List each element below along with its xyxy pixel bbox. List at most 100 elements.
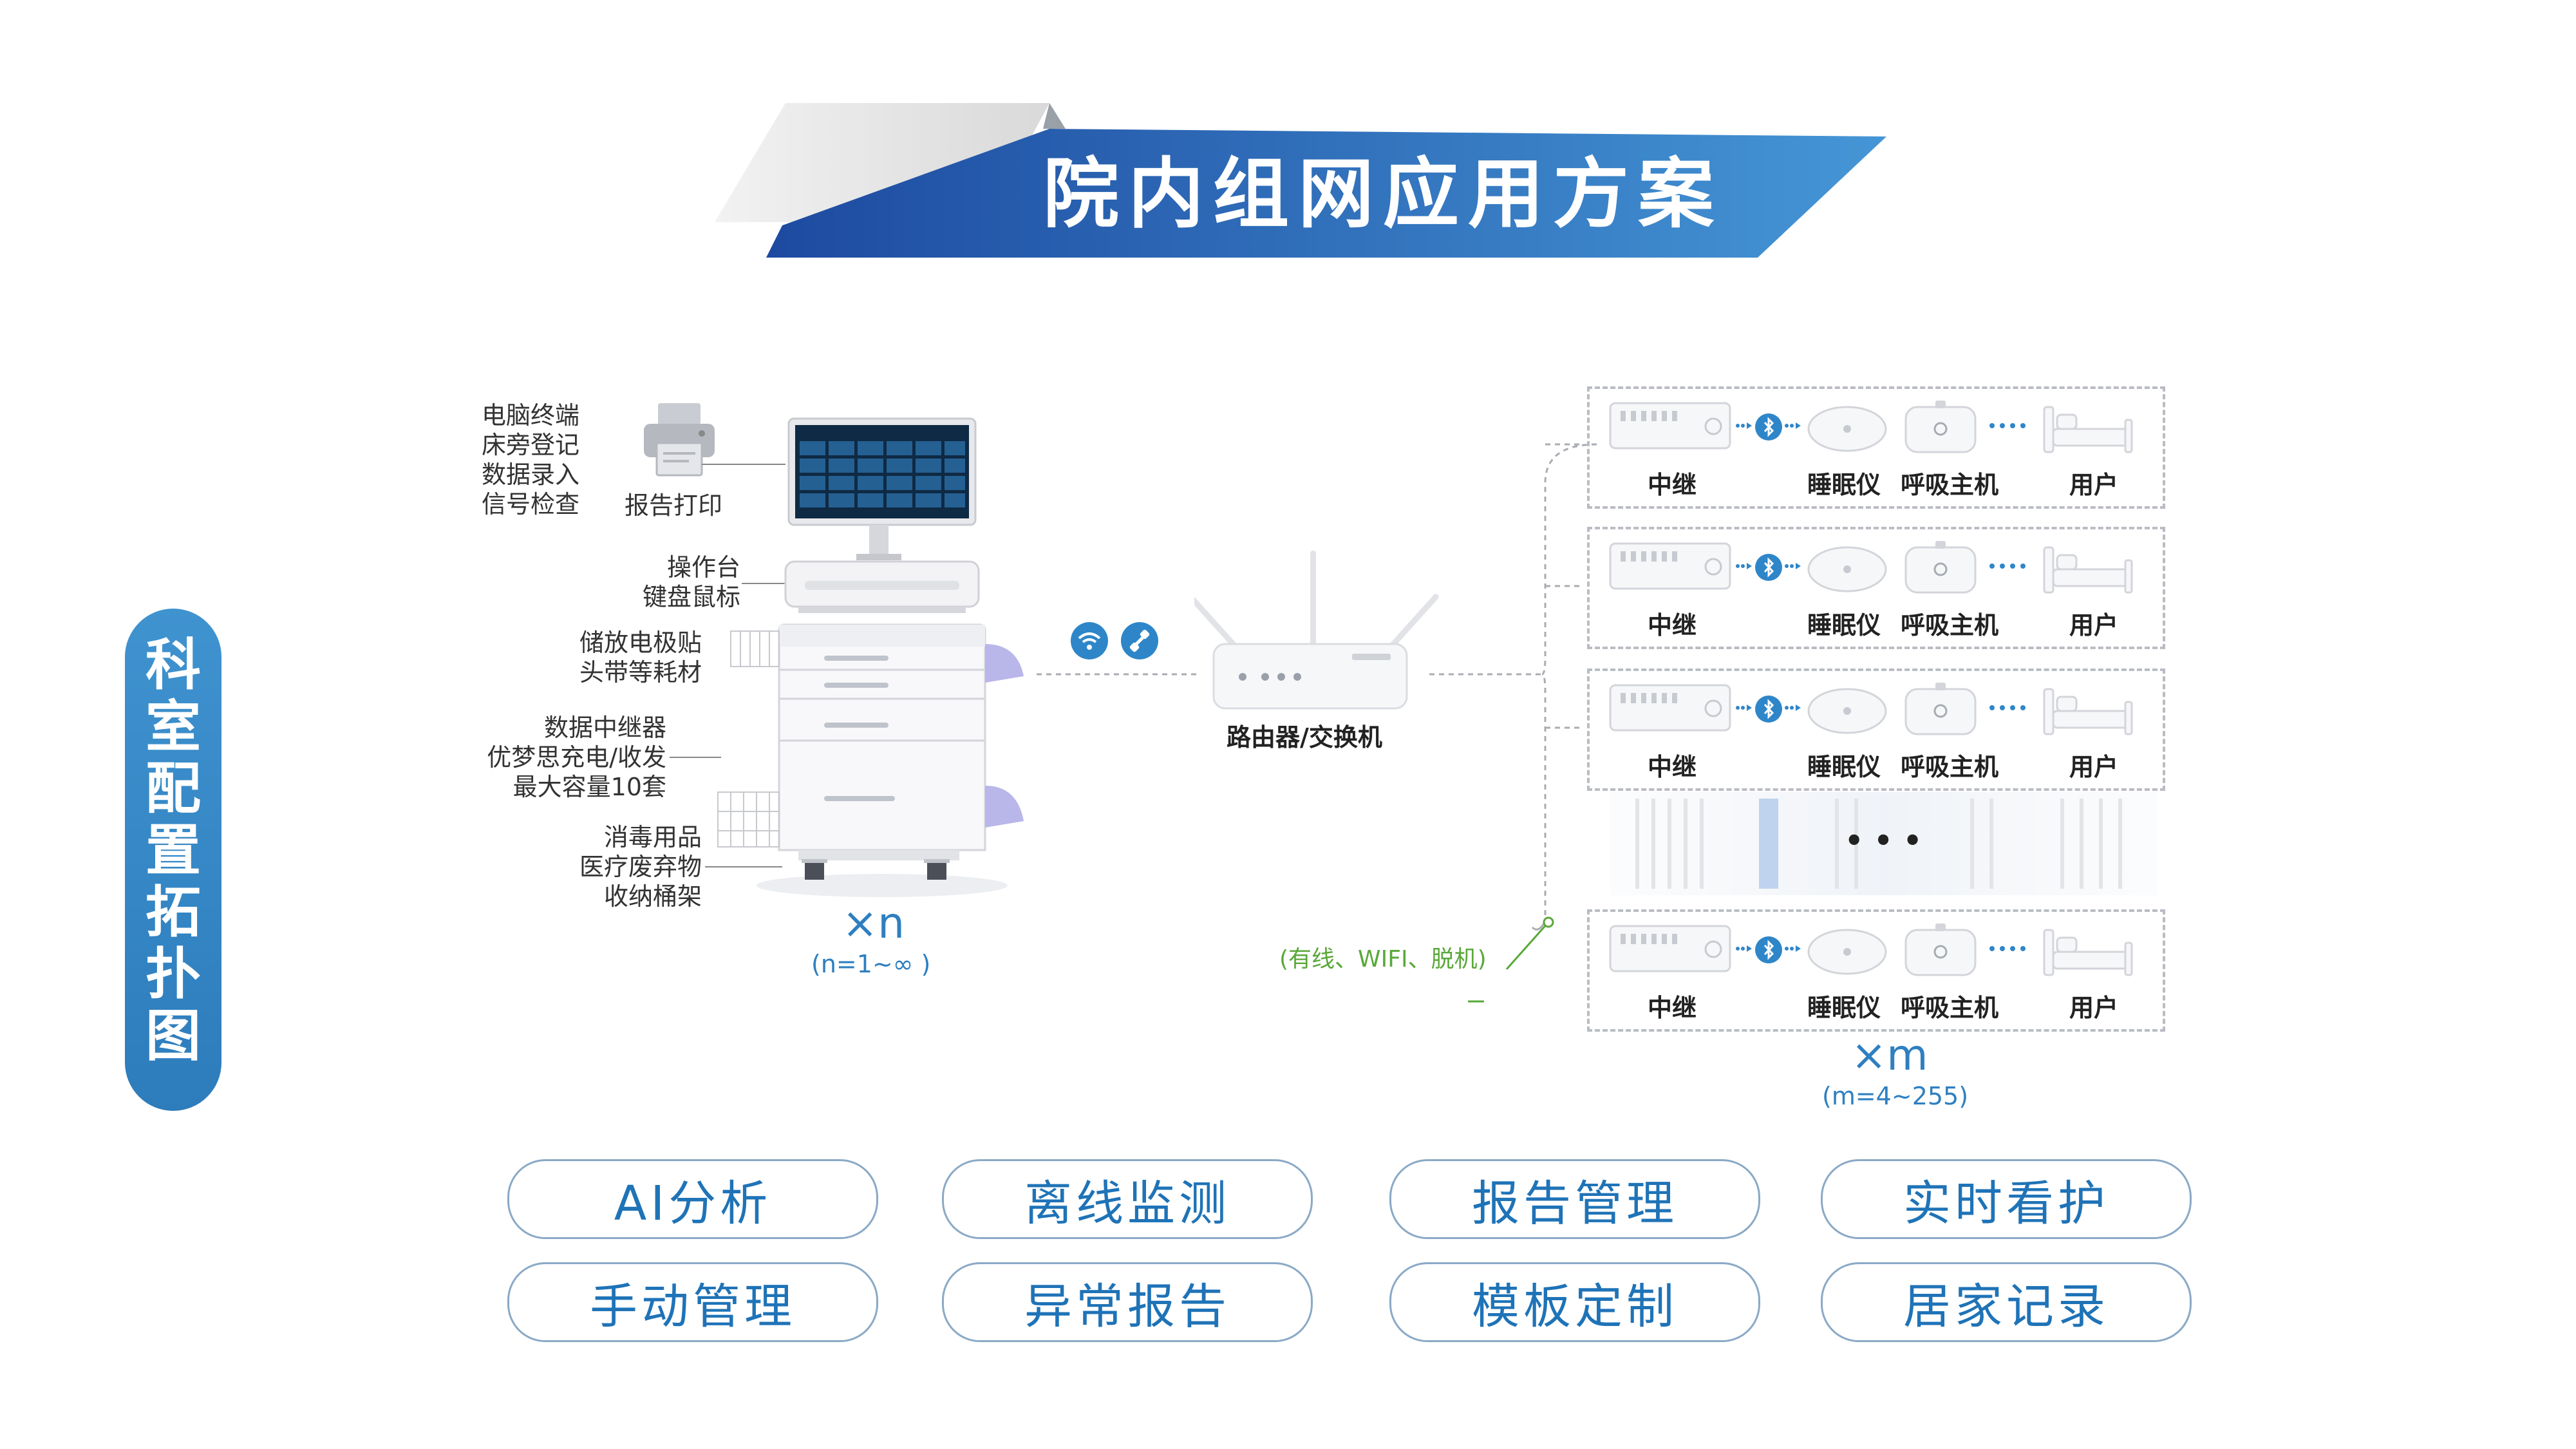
label-terminal: 电脑终端 — [481, 401, 579, 430]
side-label-char: 室 — [146, 695, 201, 759]
label-medical-waste: 医疗废弃物 — [579, 853, 702, 881]
router-device — [1194, 551, 1439, 710]
user-bed-icon — [2043, 406, 2133, 453]
label-user: 用户 — [2069, 753, 2119, 781]
feature-pill: 离线监测 — [942, 1159, 1313, 1239]
user-bed-icon — [2043, 546, 2133, 594]
respiration-host-icon — [1904, 541, 1977, 594]
label-user: 用户 — [2069, 994, 2119, 1022]
label-bin-rack: 收纳桶架 — [603, 882, 702, 911]
feature-pill: 实时看护 — [1821, 1159, 2192, 1239]
device-row: 中继 睡眠仪 呼吸主机 用户 — [1587, 386, 2165, 509]
respiration-host-icon — [1904, 923, 1977, 976]
feature-pill: 异常报告 — [942, 1262, 1313, 1342]
label-relay: 数据中继器 — [543, 714, 666, 742]
leader-console — [742, 583, 800, 584]
arrow-dots-icon — [1736, 422, 1752, 429]
label-bedside: 床旁登记 — [481, 431, 579, 459]
feature-pill: AI分析 — [507, 1159, 878, 1239]
respiration-host-icon — [1904, 401, 1977, 453]
label-respiration-host: 呼吸主机 — [1901, 471, 1999, 499]
label-disinfect: 消毒用品 — [603, 823, 702, 851]
label-capacity: 最大容量10套 — [512, 773, 666, 801]
terminal-labels: 电脑终端 床旁登记 数据录入 信号检查 — [451, 401, 579, 519]
label-sleep-monitor: 睡眠仪 — [1807, 994, 1881, 1022]
device-row: 中继 睡眠仪 呼吸主机 用户 — [1587, 909, 2165, 1032]
rows-range: (m=4~255) — [1822, 1082, 1969, 1110]
leader-print — [702, 464, 785, 465]
feature-pill: 报告管理 — [1389, 1159, 1760, 1239]
label-respiration-host: 呼吸主机 — [1901, 994, 1999, 1022]
side-label-text: 科室配置拓扑图 — [125, 634, 221, 1067]
dots-icon — [1989, 946, 2026, 951]
sleep-monitor-icon — [1807, 688, 1887, 734]
label-headbands: 头带等耗材 — [579, 658, 702, 687]
more-rows-indicator — [1610, 792, 2157, 895]
side-label-pill: 科室配置拓扑图 — [125, 609, 221, 1111]
arrow-dots-icon — [1736, 945, 1752, 952]
label-respiration-host: 呼吸主机 — [1901, 611, 1999, 639]
label-relay-short: 中继 — [1648, 611, 1697, 639]
leader-relay — [670, 757, 721, 758]
bluetooth-icon — [1755, 413, 1782, 440]
side-label-char: 置 — [146, 819, 201, 883]
label-sleep-monitor: 睡眠仪 — [1807, 471, 1881, 499]
wifi-icon — [1071, 622, 1108, 659]
label-sleep-monitor: 睡眠仪 — [1807, 753, 1881, 781]
relay-device-icon — [1609, 925, 1731, 972]
router-label: 路由器/交换机 — [1227, 723, 1382, 752]
arrow-dots-icon — [1785, 945, 1801, 952]
label-user: 用户 — [2069, 471, 2119, 499]
side-label-char: 扑 — [146, 942, 201, 1007]
link-icon — [1121, 622, 1158, 659]
printer-icon — [644, 403, 715, 477]
user-bed-icon — [2043, 929, 2133, 976]
sleep-monitor-icon — [1807, 546, 1887, 592]
console-labels: 操作台 键盘鼠标 — [579, 553, 740, 612]
title-banner — [715, 103, 1886, 258]
feature-pill: 手动管理 — [507, 1262, 878, 1342]
label-charging: 优梦思充电/收发 — [487, 743, 666, 772]
label-relay-short: 中继 — [1648, 471, 1697, 499]
note-leader — [1505, 916, 1554, 970]
feature-pill: 模板定制 — [1389, 1262, 1760, 1342]
device-row: 中继 睡眠仪 呼吸主机 用户 — [1587, 668, 2165, 791]
arrow-dots-icon — [1785, 705, 1801, 711]
connection-note: (有线、WIFI、脱机) — [1279, 946, 1487, 972]
label-user: 用户 — [2069, 611, 2119, 639]
label-respiration-host: 呼吸主机 — [1901, 753, 1999, 781]
label-console: 操作台 — [666, 553, 740, 582]
label-data-entry: 数据录入 — [481, 460, 579, 489]
relay-labels: 数据中继器 优梦思充电/收发 最大容量10套 — [451, 713, 666, 802]
label-signal-check: 信号检查 — [481, 490, 579, 518]
dots-icon — [1989, 705, 2026, 710]
leader-disinfect — [705, 866, 782, 867]
cart-multiplier: ×n — [842, 898, 905, 948]
label-print: 报告打印 — [625, 491, 723, 520]
feature-pill: 居家记录 — [1821, 1262, 2192, 1342]
arrow-dots-icon — [1785, 563, 1801, 569]
label-relay-short: 中继 — [1648, 994, 1697, 1022]
side-label-char: 科 — [146, 633, 201, 697]
label-keyboard: 键盘鼠标 — [642, 583, 740, 611]
bluetooth-icon — [1755, 696, 1782, 723]
disinfect-labels: 消毒用品 医疗废弃物 收纳桶架 — [554, 822, 702, 911]
dots-icon — [1989, 564, 2026, 569]
cart-range: (n=1~∞ ) — [811, 950, 931, 978]
label-electrodes: 储放电极贴 — [579, 629, 702, 657]
device-row: 中继 睡眠仪 呼吸主机 用户 — [1587, 527, 2165, 649]
storage-labels: 储放电极贴 头带等耗材 — [554, 628, 702, 687]
bluetooth-icon — [1755, 554, 1782, 581]
arrow-dots-icon — [1736, 563, 1752, 569]
page-title: 院内组网应用方案 — [1043, 149, 1724, 238]
workstation-cart — [717, 417, 1024, 897]
bluetooth-icon — [1755, 936, 1782, 963]
rows-multiplier: ×m — [1851, 1030, 1928, 1080]
relay-device-icon — [1609, 402, 1731, 450]
dots-icon — [1989, 423, 2026, 428]
ellipsis: • • • — [1845, 823, 1923, 858]
arrow-dots-icon — [1736, 705, 1752, 711]
respiration-host-icon — [1904, 683, 1977, 735]
relay-device-icon — [1609, 542, 1731, 590]
network-links — [1037, 443, 1597, 1003]
